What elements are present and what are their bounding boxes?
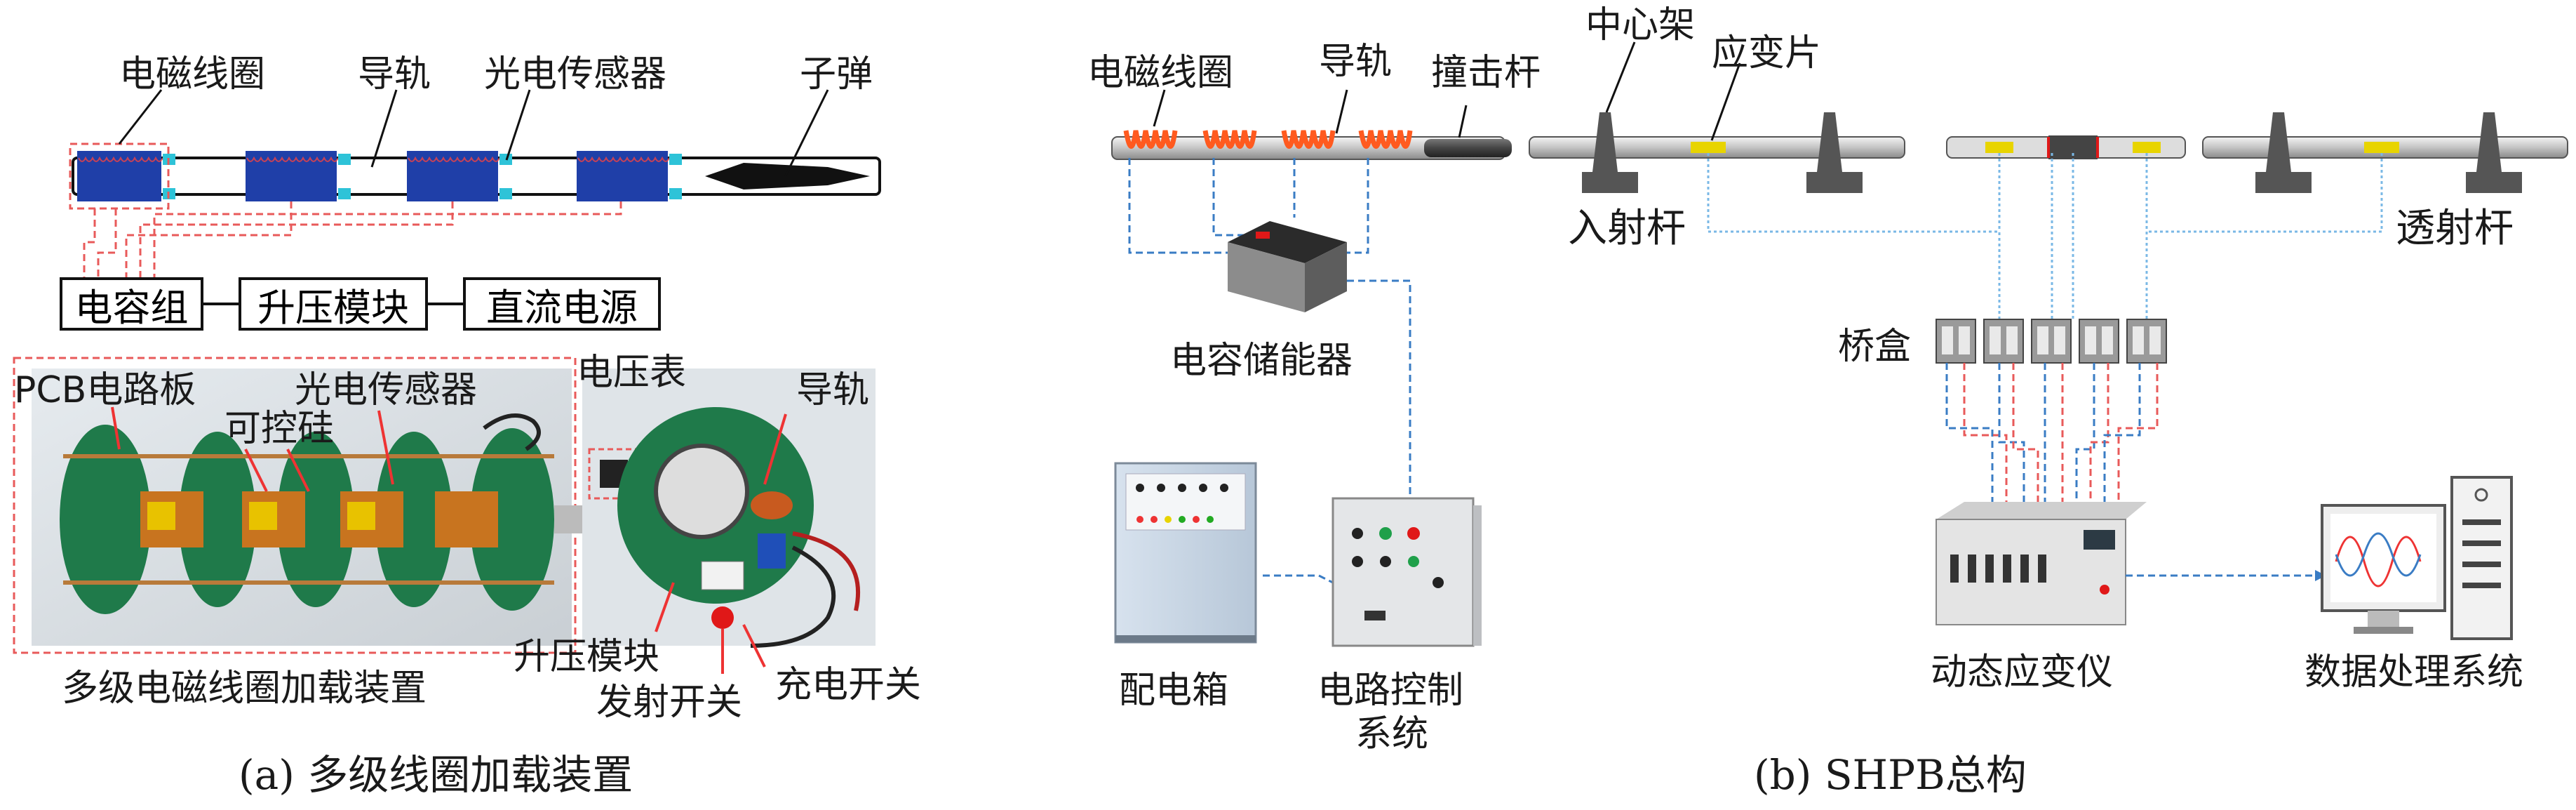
label-rail-a: 导轨 [358, 53, 431, 95]
bullet [705, 163, 870, 190]
label-incident-bar: 入射杆 [1568, 206, 1686, 251]
label-boost-photo: 升压模块 [514, 636, 660, 678]
label-voltmeter: 电压表 [577, 352, 687, 394]
label-rail-b: 导轨 [1319, 41, 1393, 83]
label-fire-switch: 发射开关 [596, 682, 743, 724]
label-distribution-box: 配电箱 [1119, 670, 1229, 712]
panel-b-launcher [1111, 89, 1512, 160]
label-dynamic-strain: 动态应变仪 [1931, 651, 2114, 693]
panel-b-capacitor-and-control [1114, 158, 1482, 647]
label-capacitor-storage: 电容储能器 [1170, 340, 1353, 382]
label-sensor-photo: 光电传感器 [295, 369, 478, 411]
panel-b-instruments [1936, 476, 2513, 640]
label-rail-photo: 导轨 [796, 369, 870, 411]
label-control-system-1: 电路控制 [1317, 670, 1464, 712]
panel-b-bridge-boxes [1936, 319, 2167, 505]
label-strain-gauge: 应变片 [1712, 32, 1822, 74]
panel-a-schematic [69, 89, 881, 305]
caption-a: (a) 多级线圈加载装置 [239, 751, 633, 799]
label-coil-b: 电磁线圈 [1087, 52, 1234, 94]
box-dc-power: 直流电源 [463, 277, 661, 331]
panel-a-photo-left [13, 357, 582, 654]
label-transmission-bar: 透射杆 [2396, 206, 2514, 251]
label-control-system-2: 系统 [1355, 713, 1429, 755]
label-pcb: PCB电路板 [14, 369, 196, 411]
label-device-name: 多级电磁线圈加载装置 [62, 668, 427, 710]
label-coil-a: 电磁线圈 [119, 53, 266, 95]
box-capacitor-group: 电容组 [60, 277, 203, 331]
label-striker: 撞击杆 [1431, 52, 1541, 94]
label-bridge-box: 桥盒 [1838, 326, 1912, 368]
label-sensor-a: 光电传感器 [484, 53, 667, 95]
panel-b-bars [1529, 41, 2568, 319]
label-data-system: 数据处理系统 [2305, 651, 2524, 693]
label-charge-switch: 充电开关 [775, 664, 922, 706]
box-boost-module: 升压模块 [239, 277, 428, 331]
label-bullet: 子弹 [800, 53, 873, 95]
panel-a-photo-right [582, 369, 876, 674]
label-thyristor: 可控硅 [224, 408, 335, 450]
label-center-frame: 中心架 [1585, 4, 1696, 46]
caption-b: (b) SHPB总构 [1754, 751, 2027, 799]
